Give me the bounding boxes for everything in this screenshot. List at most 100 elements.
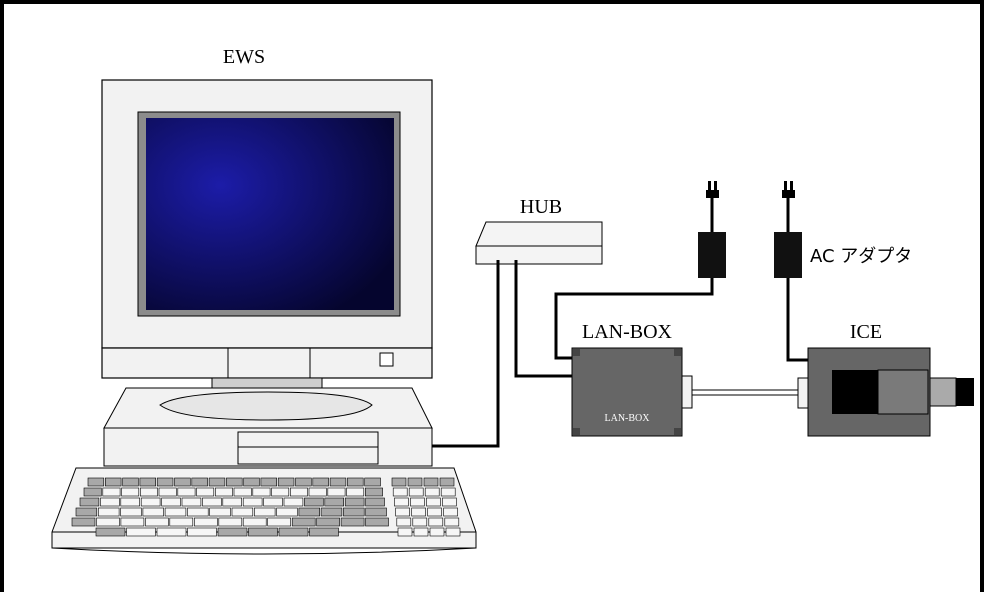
keyboard-key (177, 487, 196, 497)
keyboard-key (364, 477, 381, 487)
keypad-key (443, 507, 458, 517)
keyboard-key (291, 517, 316, 527)
cable-ews-hub (432, 260, 500, 448)
keyboard-key (164, 507, 187, 517)
keyboard-key (105, 477, 122, 487)
cable-power-lanbox (554, 278, 714, 360)
keyboard-key (347, 477, 364, 487)
keypad-key (395, 507, 410, 517)
keyboard-key (217, 527, 248, 537)
keypad-key (408, 487, 424, 497)
power-button (379, 352, 394, 367)
keyboard-key (320, 507, 343, 517)
keyboard-key (277, 477, 295, 487)
monitor-screen (146, 118, 394, 310)
keyboard-key (365, 507, 387, 517)
keyboard-key (365, 497, 385, 507)
cables (432, 260, 808, 448)
keyboard-key (276, 507, 298, 517)
keyboard-key (316, 517, 340, 527)
keyboard-key (364, 487, 383, 497)
keyboard-key (304, 497, 324, 507)
keypad-key (413, 527, 429, 537)
keypad-key (411, 507, 426, 517)
keypad-key (439, 477, 455, 487)
keyboard-key (161, 497, 181, 507)
ice-device: ICE (807, 321, 974, 437)
keyboard-key (83, 487, 102, 497)
keyboard-key (121, 487, 140, 497)
keypad-key (444, 517, 460, 527)
keypad-key (445, 527, 461, 537)
keyboard-key (340, 517, 365, 527)
keypad-key (427, 507, 442, 517)
keyboard-key (289, 487, 308, 497)
keyboard-key (365, 517, 389, 527)
ice-label: ICE (850, 321, 882, 343)
keyboard-key (231, 507, 254, 517)
keyboard-key (140, 497, 161, 507)
keyboard-key (329, 477, 347, 487)
keyboard-key (187, 507, 209, 517)
keypad-key (440, 487, 456, 497)
keyboard-key (327, 487, 346, 497)
keyboard-key (87, 477, 105, 487)
keyboard-key (283, 497, 304, 507)
keyboard-key (215, 487, 233, 497)
keypad-key (429, 527, 445, 537)
keyboard-key (96, 517, 120, 527)
cable-hub-lanbox (514, 260, 574, 378)
cable-power-ice (786, 278, 808, 362)
ac-adapter-label: AC アダプタ (810, 246, 912, 267)
hub-device: HUB (475, 196, 603, 265)
keyboard-key (187, 527, 217, 537)
keypad-key (412, 517, 428, 527)
keyboard-key (243, 477, 260, 487)
keyboard-key (233, 487, 252, 497)
keypad-key (397, 527, 413, 537)
keyboard-key (156, 527, 187, 537)
cable-lanbox-ice (681, 375, 809, 409)
keyboard-key (98, 507, 120, 517)
keyboard-key (346, 487, 365, 497)
keypad-key (394, 497, 409, 507)
keyboard-key (343, 507, 365, 517)
keypad-key (391, 477, 407, 487)
keyboard-key (312, 477, 329, 487)
keyboard-key (248, 527, 278, 537)
keyboard-key (95, 527, 126, 537)
keyboard-key (120, 497, 141, 507)
keyboard-keys (71, 477, 461, 537)
keyboard-key (174, 477, 191, 487)
keyboard-key (196, 487, 215, 497)
lan-box-label: LAN-BOX (582, 321, 673, 343)
keyboard-key (278, 527, 309, 537)
keypad-key (396, 517, 412, 527)
keyboard-key (71, 517, 96, 527)
keyboard-key (226, 477, 243, 487)
ac-adapter-lanbox (698, 181, 726, 278)
keyboard-key (145, 517, 169, 527)
keypad-key (410, 497, 425, 507)
keyboard-key (140, 487, 158, 497)
keypad-key (426, 497, 441, 507)
keyboard-key (202, 497, 222, 507)
keyboard-key (271, 487, 290, 497)
system-unit (103, 387, 433, 467)
keyboard-key (218, 517, 243, 527)
keypad-key (428, 517, 444, 527)
keyboard-key (298, 507, 320, 517)
keyboard-key (208, 477, 226, 487)
lan-box-front-text: LAN-BOX (605, 413, 651, 424)
keyboard-key (75, 507, 98, 517)
keyboard-key (209, 507, 231, 517)
keyboard-key (158, 487, 177, 497)
keyboard-key (181, 497, 202, 507)
ac-adapter-ice (774, 181, 802, 278)
keyboard-key (126, 527, 156, 537)
keyboard-key (324, 497, 344, 507)
keyboard-key (267, 517, 292, 527)
keyboard-key (169, 517, 194, 527)
